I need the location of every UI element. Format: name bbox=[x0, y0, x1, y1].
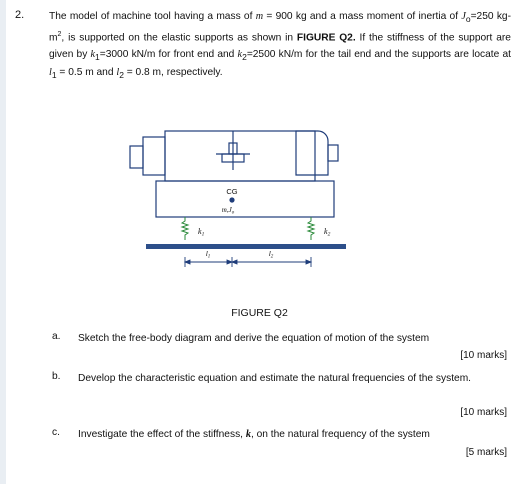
k2-label: k2 bbox=[324, 227, 331, 238]
page-edge bbox=[0, 0, 6, 484]
inertia-subscript: o bbox=[465, 14, 471, 25]
intro-text: , is supported on the elastic supports a… bbox=[61, 32, 294, 44]
k2-subscript: 2 bbox=[242, 52, 247, 63]
arrow-head bbox=[183, 259, 191, 265]
figure-caption: FIGURE Q2 bbox=[231, 307, 288, 319]
part-letter: a. bbox=[52, 331, 61, 342]
arrow-head bbox=[305, 259, 313, 265]
intro-text: If the stiffness of the support are give… bbox=[49, 32, 511, 61]
l2-label: l2 bbox=[269, 249, 274, 260]
l2-symbol: l bbox=[116, 67, 120, 79]
spring-k2 bbox=[306, 217, 316, 240]
tailstock-knob bbox=[327, 144, 339, 162]
headstock-cap bbox=[142, 136, 166, 176]
part-text: Develop the characteristic equation and … bbox=[78, 373, 472, 384]
intro-text: = 0.5 m and bbox=[59, 67, 114, 79]
k-symbol: k bbox=[245, 429, 251, 440]
intro-text: = 900 kg and a mass moment of inertia of bbox=[266, 11, 459, 22]
marks-a: [10 marks] bbox=[460, 350, 507, 361]
intro-text: =2500 kN/m for the tail end and the supp… bbox=[246, 49, 511, 61]
part-text: Sketch the free-body diagram and derive … bbox=[78, 333, 430, 344]
cg-dot bbox=[229, 197, 235, 203]
question-intro: The model of machine tool having a mass … bbox=[49, 9, 511, 84]
inertia-symbol: J bbox=[461, 11, 466, 22]
spring-k1 bbox=[180, 217, 190, 240]
unit-superscript: 2 bbox=[57, 31, 62, 39]
arrow-head bbox=[226, 259, 234, 265]
part-text-post: , on the natural frequency of the system bbox=[250, 429, 430, 440]
mass-label: m,Jo bbox=[222, 206, 235, 216]
part-letter: b. bbox=[52, 371, 61, 382]
mass-symbol: m bbox=[255, 11, 264, 22]
k1-symbol: k bbox=[90, 49, 96, 61]
cg-label: CG bbox=[226, 187, 237, 196]
tailstock bbox=[295, 130, 329, 176]
marks-c: [5 marks] bbox=[465, 447, 507, 458]
machine-base bbox=[155, 180, 335, 218]
intro-text: =250 kg-m bbox=[49, 11, 511, 44]
figure-reference: FIGURE Q2. bbox=[296, 32, 356, 44]
l1-symbol: l bbox=[49, 67, 52, 79]
intro-text: = 0.8 m, respectively. bbox=[126, 67, 223, 79]
part-text-pre: Investigate the effect of the stiffness, bbox=[78, 429, 243, 440]
k1-label: k1 bbox=[198, 227, 205, 238]
part-letter: c. bbox=[52, 427, 60, 438]
l2-subscript: 2 bbox=[119, 70, 124, 81]
part-text: Investigate the effect of the stiffness,… bbox=[78, 427, 510, 443]
ground bbox=[146, 244, 346, 249]
headstock-pulley bbox=[129, 145, 144, 169]
l1-subscript: 1 bbox=[51, 70, 57, 81]
arrow-head bbox=[230, 259, 238, 265]
l1-label: l1 bbox=[206, 249, 211, 260]
question-number: 2. bbox=[15, 9, 25, 21]
k1-subscript: 1 bbox=[95, 52, 100, 63]
k2-symbol: k bbox=[237, 49, 243, 61]
intro-text: The model of machine tool having a mass … bbox=[49, 11, 253, 22]
intro-text: =3000 kN/m for front end and bbox=[99, 49, 235, 61]
machine-body bbox=[164, 130, 316, 182]
marks-b: [10 marks] bbox=[460, 407, 507, 418]
machine-tool-diagram: CG m,Jo k1 k2 l1 l2 bbox=[129, 130, 346, 267]
